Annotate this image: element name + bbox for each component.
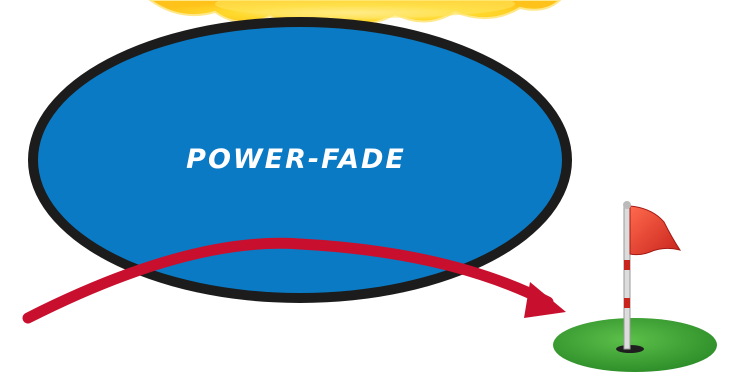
bubble-label: POWER-FADE [186,144,406,175]
speech-bubble: POWER-FADE [28,17,572,303]
golf-green-icon [553,318,717,372]
